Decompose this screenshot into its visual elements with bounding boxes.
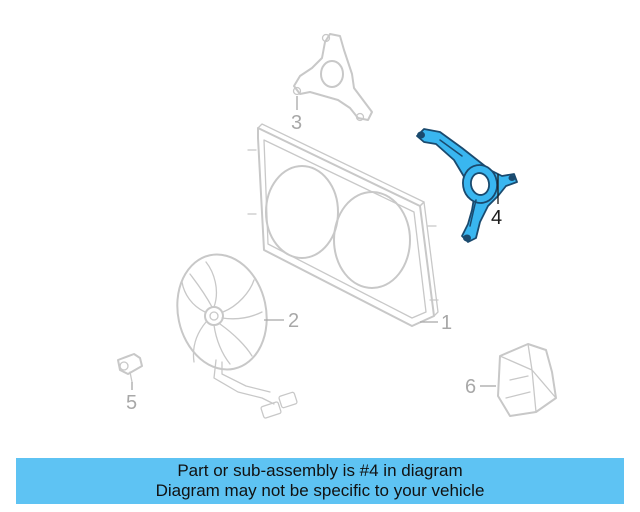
callout-2[interactable]: 2 [288, 310, 299, 332]
part-3-bracket[interactable] [292, 33, 373, 122]
caption-line-2: Diagram may not be specific to your vehi… [155, 481, 485, 500]
part-5-sensor[interactable] [117, 353, 143, 383]
callout-3[interactable]: 3 [291, 112, 302, 134]
parts-diagram: 3 4 2 1 5 6 [117, 33, 557, 419]
part-1-shroud[interactable] [247, 123, 439, 327]
part-4-bracket-highlighted[interactable] [416, 128, 518, 243]
part-2-fan[interactable] [167, 246, 298, 419]
callout-1[interactable]: 1 [441, 312, 452, 334]
caption-banner: Part or sub-assembly is #4 in diagram Di… [16, 458, 624, 504]
callout-6[interactable]: 6 [465, 376, 476, 398]
part-6-deflector[interactable] [497, 343, 557, 417]
callout-4[interactable]: 4 [491, 207, 502, 229]
caption-line-1: Part or sub-assembly is #4 in diagram [177, 461, 463, 480]
callout-5[interactable]: 5 [126, 392, 137, 414]
